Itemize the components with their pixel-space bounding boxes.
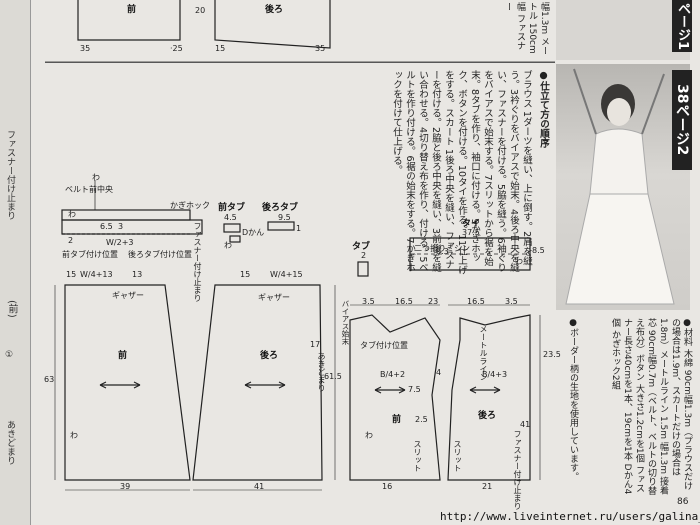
meter-line-label: メートルライン xyxy=(479,325,488,381)
back-zip-label: ファスナー付け止まり xyxy=(513,430,522,510)
slit-label-back: スリット xyxy=(453,440,462,472)
model-figure xyxy=(565,68,675,305)
dim-23-5: 23.5 xyxy=(543,350,561,359)
top-dim-20: 20 xyxy=(195,6,206,15)
dim-15-back: 15 xyxy=(240,270,251,279)
dim-9-5: 9.5 xyxy=(278,213,291,222)
top-dim-25: ·25 xyxy=(170,44,183,53)
dim-w4-13: W/4+13 xyxy=(80,270,113,279)
label-wa-blouse: わ xyxy=(365,431,373,440)
skirt-front-label: 前 xyxy=(118,351,128,361)
dim-21: 21 xyxy=(482,482,493,491)
label-wa-skirt: わ xyxy=(70,431,78,440)
instructions-body: ブラウス 1ダーツを縫い、上に倒す。2肩を縫う。3衿ぐりをバイアスで始末。4後ろ… xyxy=(391,70,532,275)
tab-pos-label: タブ付け位置 xyxy=(360,341,408,350)
materials-note: ●ボーダー柄の生地を使用しています。 xyxy=(568,318,578,481)
hook-label: かぎホック xyxy=(170,201,210,210)
tie-label: タイ xyxy=(462,219,481,229)
dim-63: 63 xyxy=(44,375,55,384)
tab-label: タブ xyxy=(352,242,371,252)
dim-37-5: 37.5 xyxy=(462,228,480,237)
slit-label-front: スリット xyxy=(413,440,422,472)
front-tab-label: 前タブ xyxy=(218,203,246,213)
bias-label: バイアス始末 xyxy=(341,300,350,345)
dim-3-5b: 3.5 xyxy=(505,297,518,306)
dim-4: 4 xyxy=(436,368,442,377)
dim-6-5: 6.5 xyxy=(100,222,113,231)
top-front-label: 前 xyxy=(127,5,137,15)
dim-41: 41 xyxy=(254,482,265,491)
blouse-front-label: 前 xyxy=(392,415,402,425)
dim-41b: 41 xyxy=(520,420,531,429)
strip-opening-text: あきどまり xyxy=(5,420,15,465)
dim-23: 23 xyxy=(428,297,439,306)
dim-0-3: 0.3 xyxy=(436,247,449,256)
zip-stop-label: ファスナー付け止まり xyxy=(193,222,202,302)
top-dim-35: 35 xyxy=(80,44,91,53)
dim-2-tab: 2 xyxy=(361,251,367,260)
skirt-opening-label: あきどまり xyxy=(317,352,326,392)
gather-label-front: ギャザー xyxy=(112,291,144,300)
dim-3: 3 xyxy=(118,222,124,231)
two-fold-label: 二つ折りミシン xyxy=(414,244,470,253)
left-page-strip: ファスナー付け止まり (前) ① あきどまり xyxy=(0,0,31,525)
dim-2: 2 xyxy=(68,236,74,245)
dim-16-5b: 16.5 xyxy=(467,297,485,306)
dim-39: 39 xyxy=(120,482,131,491)
top-text-block: 幅1.3m メートル 150cm幅 ファスナー xyxy=(503,2,549,55)
dim-w4-15: W/4+15 xyxy=(270,270,303,279)
source-url[interactable]: http://www.liveinternet.ru/users/galina_… xyxy=(440,510,700,523)
materials-text: ●材料 木綿 90cm幅1.3m（プラウスだけの場合は1.9m、スカートだけの場… xyxy=(610,318,692,496)
dim-8-5: 8.5 xyxy=(532,246,545,255)
top-dim-15: 15 xyxy=(215,44,226,53)
dim-4-5: 4.5 xyxy=(224,213,237,222)
dim-1: 1 xyxy=(296,224,302,233)
instructions-title: ●仕立て方の順序 xyxy=(538,70,549,148)
label-wa-2: わ xyxy=(68,210,76,219)
dim-17: 17 xyxy=(310,340,321,349)
page-badge: 38ページ2 xyxy=(672,70,692,170)
back-tab-pos-label: 後ろタブ付け位置 xyxy=(128,250,192,259)
top-back-label: 後ろ xyxy=(265,5,284,15)
top-photo xyxy=(556,0,690,60)
dim-2-5: 2.5 xyxy=(415,415,428,424)
top-dim-35b: 35 xyxy=(315,44,326,53)
label-wa-tab: わ xyxy=(224,241,232,250)
page-badge-top: ページ1 xyxy=(672,0,692,52)
dim-7-5: 7.5 xyxy=(408,385,421,394)
dim-3-5: 3.5 xyxy=(362,297,375,306)
dim-16: 16 xyxy=(382,482,393,491)
dim-16-5: 16.5 xyxy=(395,297,413,306)
gather-label-back: ギャザー xyxy=(258,293,290,302)
dim-w2-3: W/2+3 xyxy=(106,238,134,247)
page-number: 86 xyxy=(677,497,689,507)
back-tab-label: 後ろタブ xyxy=(262,203,299,213)
strip-front-text: (前) xyxy=(6,300,17,318)
belt-center-label: ベルト前中央 xyxy=(65,185,113,194)
strip-zip-text: ファスナー付け止まり xyxy=(5,130,15,220)
strip-circle-text: ① xyxy=(4,350,14,360)
dim-61-5: 61.5 xyxy=(324,372,342,381)
dim-15-skirt: 15 xyxy=(66,270,77,279)
dim-13-skirt: 13 xyxy=(132,270,143,279)
blouse-back-label: 後ろ xyxy=(478,411,497,421)
front-tab-pos-label: 前タブ付け位置 xyxy=(62,250,118,259)
dim-b4-3: B/4+3 xyxy=(482,370,508,379)
dim-b4-2: B/4+2 xyxy=(380,370,406,379)
label-wa-1: わ xyxy=(92,173,100,182)
model-photo xyxy=(556,64,690,310)
top-pattern-fragment: 前 後ろ 35 ·25 20 15 35 xyxy=(45,0,555,63)
dkan-label: Dかん xyxy=(242,228,265,237)
skirt-back-label: 後ろ xyxy=(260,351,279,361)
label-wa-tie: わ xyxy=(515,257,523,266)
